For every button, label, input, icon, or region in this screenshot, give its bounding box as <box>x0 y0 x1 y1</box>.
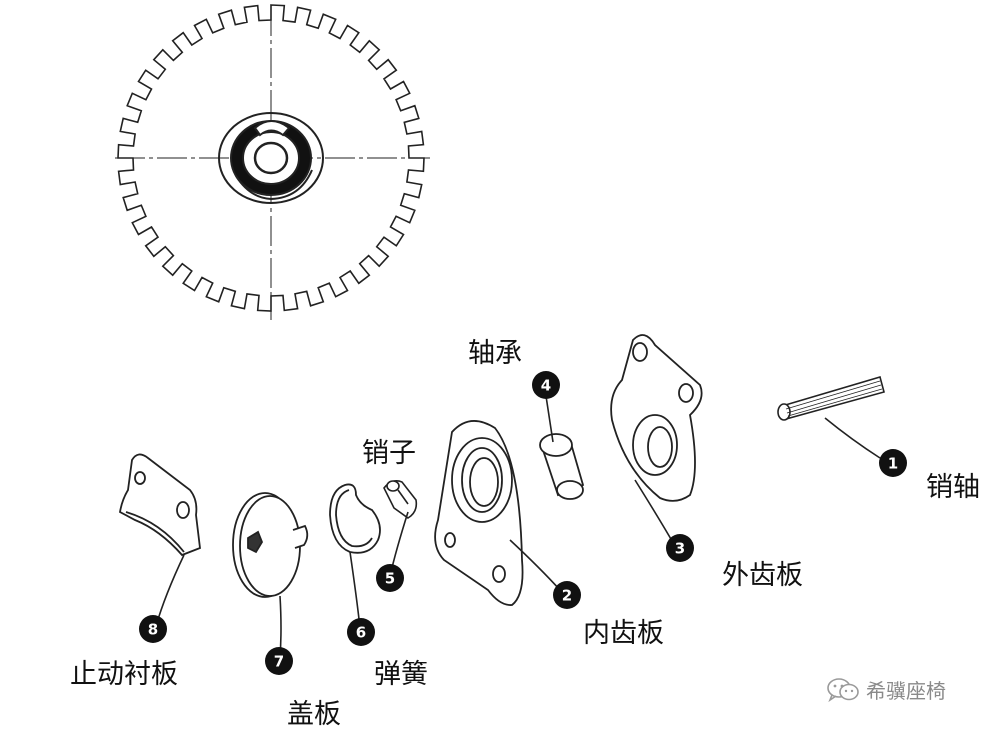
part-8-stop-plate <box>119 453 201 557</box>
callout-2: 2 <box>553 581 581 609</box>
part-1-pin-shaft <box>777 375 885 421</box>
callouts: 1 2 3 4 5 6 7 8 <box>139 371 907 675</box>
callout-6: 6 <box>347 618 375 646</box>
hub-bore <box>253 141 289 175</box>
label-pin-shaft: 销轴 <box>926 472 980 503</box>
callout-7: 7 <box>265 647 293 675</box>
callout-4: 4 <box>532 371 560 399</box>
label-stop-plate: 止动衬板 <box>70 659 178 690</box>
callout-4-number: 4 <box>541 377 551 395</box>
callout-5-number: 5 <box>385 570 395 588</box>
part-5-pin <box>383 480 418 519</box>
leader-2 <box>509 539 561 591</box>
wechat-icon <box>827 677 859 702</box>
hub-ring-inner <box>242 131 300 185</box>
label-inner-plate: 内齿板 <box>583 618 664 649</box>
leader-1 <box>824 417 881 459</box>
callout-2-number: 2 <box>562 587 572 605</box>
gear-top-view <box>115 4 430 320</box>
callout-8: 8 <box>139 615 167 643</box>
part-7-cover-plate <box>232 492 309 598</box>
leader-4 <box>545 395 554 443</box>
watermark-text: 希骥座椅 <box>866 679 946 703</box>
label-outer-plate: 外齿板 <box>722 560 803 591</box>
leader-8 <box>155 554 185 627</box>
label-pin: 销子 <box>362 438 416 469</box>
callout-8-number: 8 <box>148 621 158 639</box>
part-4-bearing <box>539 433 585 500</box>
label-spring: 弹簧 <box>374 659 428 690</box>
part-2-inner-plate <box>434 420 524 606</box>
callout-5: 5 <box>376 564 404 592</box>
callout-1: 1 <box>879 449 907 477</box>
leader-6 <box>349 551 361 629</box>
callout-1-number: 1 <box>888 455 898 473</box>
label-bearing: 轴承 <box>468 338 522 369</box>
hub-slot <box>253 120 291 137</box>
callout-6-number: 6 <box>356 624 366 642</box>
callout-3-number: 3 <box>675 540 685 558</box>
part-6-spring <box>329 483 381 554</box>
part-3-outer-plate <box>610 334 703 502</box>
hub-spring-wire <box>235 169 313 201</box>
callout-7-number: 7 <box>274 653 284 671</box>
label-cover-plate: 盖板 <box>287 699 341 730</box>
hub-outer <box>218 112 324 204</box>
watermark: 希骥座椅 <box>826 675 946 704</box>
leader-7 <box>279 595 282 657</box>
callout-3: 3 <box>666 534 694 562</box>
